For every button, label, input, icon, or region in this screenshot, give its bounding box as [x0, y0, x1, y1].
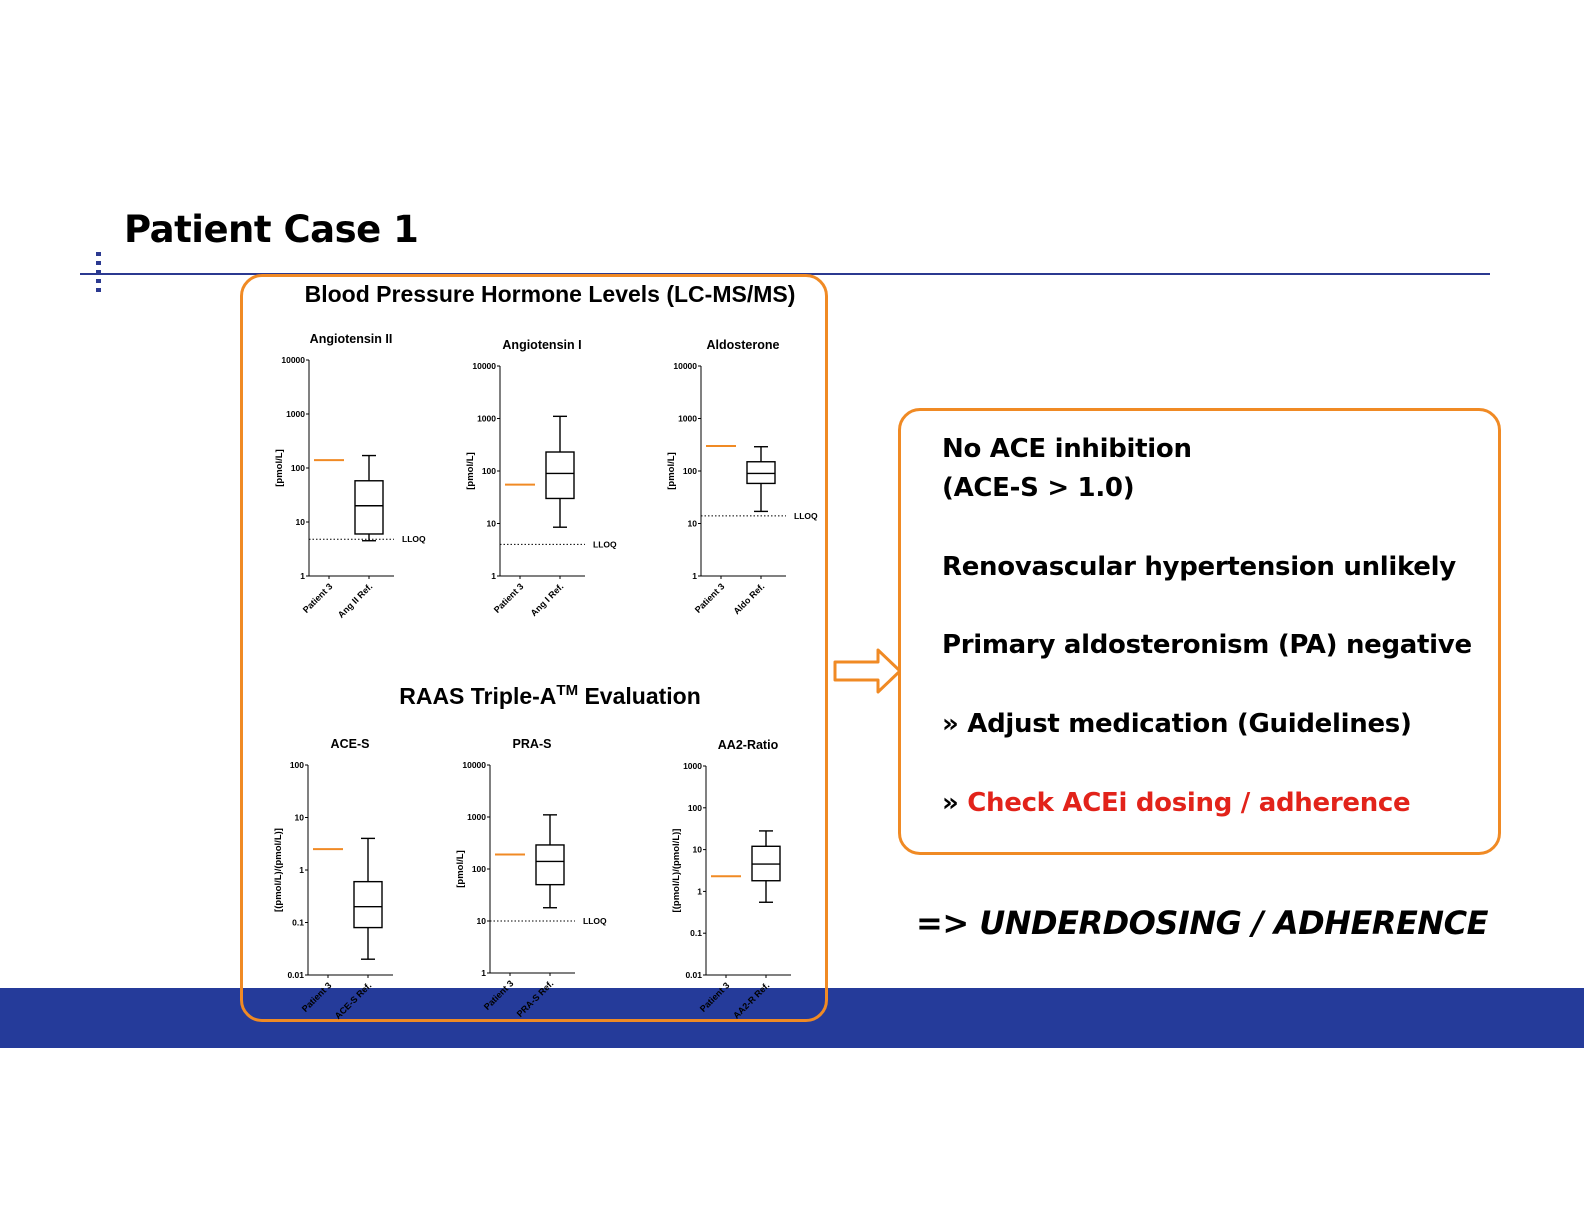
- y-tick-label: 100: [472, 864, 486, 874]
- y-tick-label: 100: [291, 463, 305, 473]
- x-category-label: Ang II Ref.: [336, 581, 375, 620]
- right-arrow-icon: [833, 648, 902, 694]
- y-tick-label: 10: [487, 519, 497, 529]
- finding-primary-aldosteronism: Primary aldosteronism (PA) negative: [942, 630, 1472, 660]
- x-category-label: Patient 3: [482, 978, 516, 1012]
- x-category-label: PRA-S Ref.: [515, 978, 556, 1019]
- y-tick-label: 1: [692, 571, 697, 581]
- lloq-label: LLOQ: [583, 916, 607, 926]
- y-axis-label: [pmol/L]: [666, 452, 677, 489]
- finding-no-ace-inhibition: No ACE inhibition: [942, 434, 1192, 464]
- finding-check-prefix: »: [942, 788, 968, 818]
- x-category-label: AA2-R Ref.: [731, 980, 771, 1020]
- chart-title: Angiotensin I: [502, 338, 581, 352]
- y-tick-label: 100: [683, 466, 697, 476]
- reference-box: [354, 480, 384, 535]
- y-tick-label: 10000: [472, 361, 496, 371]
- slide-title: Patient Case 1: [124, 208, 419, 251]
- x-category-label: Ang I Ref.: [529, 581, 566, 618]
- y-tick-label: 10: [295, 813, 305, 823]
- chart-title: AA2-Ratio: [718, 738, 779, 752]
- y-tick-label: 1000: [678, 414, 697, 424]
- y-tick-label: 100: [688, 803, 702, 813]
- y-tick-label: 1: [299, 865, 304, 875]
- reference-box: [545, 451, 575, 500]
- y-tick-label: 0.01: [287, 970, 304, 980]
- y-axis-label: [(pmol/L)/(pmol/L)]: [273, 828, 284, 912]
- section2-title: RAAS Triple-ATM Evaluation: [399, 682, 701, 709]
- finding-check-acei: » Check ACEi dosing / adherence: [942, 788, 1411, 818]
- box-plot-1: Angiotensin II [pmol/L] 1 10 100 1000 10000Pat…: [274, 332, 426, 620]
- rule-dots-decoration: [96, 252, 104, 298]
- y-tick-label: 1000: [286, 409, 305, 419]
- y-axis-label: [pmol/L]: [274, 449, 285, 486]
- x-category-label: Patient 3: [300, 980, 334, 1014]
- y-tick-label: 1000: [683, 761, 702, 771]
- y-tick-label: 0.1: [690, 928, 702, 938]
- y-tick-label: 0.01: [685, 970, 702, 980]
- lloq-label: LLOQ: [794, 511, 818, 521]
- chart-title: Angiotensin II: [310, 332, 393, 346]
- y-tick-label: 10000: [673, 361, 697, 371]
- y-tick-label: 10: [296, 517, 306, 527]
- chart-title: ACE-S: [331, 737, 370, 751]
- chart-title: Aldosterone: [707, 338, 780, 352]
- section1-title: Blood Pressure Hormone Levels (LC-MS/MS): [305, 281, 796, 307]
- x-category-label: Patient 3: [301, 581, 335, 615]
- box-plot-6: AA2-Ratio [(pmol/L)/(pmol/L)] 0.01 0.1 1 10 10…: [671, 738, 791, 1021]
- finding-ace-s-value: (ACE-S > 1.0): [942, 473, 1135, 503]
- x-category-label: Patient 3: [492, 581, 526, 615]
- y-axis-label: [pmol/L]: [455, 850, 466, 887]
- y-tick-label: 10: [477, 916, 487, 926]
- y-tick-label: 1: [481, 968, 486, 978]
- x-category-label: Patient 3: [693, 581, 727, 615]
- finding-adjust-medication: » Adjust medication (Guidelines): [942, 709, 1412, 739]
- box-plot-2: Angiotensin I [pmol/L] 1 10 100 1000 10000Pati…: [465, 338, 617, 618]
- finding-renovascular: Renovascular hypertension unlikely: [942, 552, 1456, 582]
- reference-box: [746, 461, 776, 485]
- x-category-label: Patient 3: [698, 980, 732, 1014]
- box-plot-3: Aldosterone [pmol/L] 1 10 100 1000 10000Patien…: [666, 338, 818, 616]
- y-tick-label: 10: [693, 845, 703, 855]
- y-tick-label: 1: [491, 571, 496, 581]
- chart-panel: [240, 274, 828, 1022]
- y-tick-label: 1000: [477, 414, 496, 424]
- y-axis-label: [pmol/L]: [465, 452, 476, 489]
- lloq-label: LLOQ: [402, 534, 426, 544]
- y-tick-label: 10000: [281, 355, 305, 365]
- y-tick-label: 1000: [467, 812, 486, 822]
- y-tick-label: 1: [697, 886, 702, 896]
- y-tick-label: 10000: [462, 760, 486, 770]
- chart-title: PRA-S: [513, 737, 552, 751]
- finding-check-red: Check ACEi dosing / adherence: [967, 788, 1411, 818]
- findings-box: [898, 408, 1501, 855]
- footer-band: [0, 988, 1584, 1048]
- x-category-label: ACE-S Ref.: [333, 980, 374, 1021]
- conclusion-text: => UNDERDOSING / ADHERENCE: [916, 904, 1488, 942]
- y-axis-label: [(pmol/L)/(pmol/L)]: [671, 829, 682, 913]
- charts-svg: Blood Pressure Hormone Levels (LC-MS/MS)…: [273, 281, 818, 1021]
- x-category-label: Aldo Ref.: [731, 581, 766, 616]
- lloq-label: LLOQ: [593, 539, 617, 549]
- reference-box: [353, 880, 383, 929]
- y-tick-label: 100: [482, 466, 496, 476]
- reference-box: [535, 844, 565, 886]
- y-tick-label: 10: [688, 519, 698, 529]
- box-plots: Angiotensin II[pmol/L]110100100010000Pat…: [273, 332, 818, 1021]
- y-tick-label: 1: [300, 571, 305, 581]
- y-tick-label: 100: [290, 760, 304, 770]
- y-tick-label: 0.1: [292, 918, 304, 928]
- box-plot-4: ACE-S [(pmol/L)/(pmol/L)] 0.01 0.1 1 10 100Pat…: [273, 737, 393, 1021]
